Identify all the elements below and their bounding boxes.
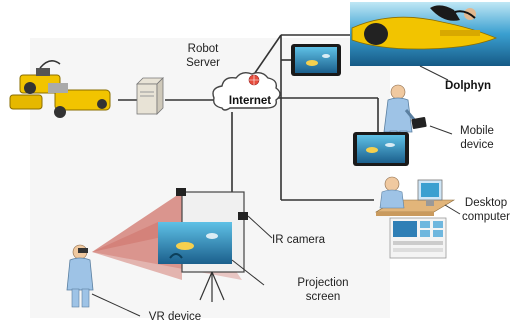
projection-screen-label-line1: Projection <box>297 277 349 289</box>
internet-label: Internet <box>228 95 272 107</box>
ir-camera-label: IR camera <box>272 234 326 246</box>
mobile-device-label-line2: device <box>460 139 494 151</box>
projection-screen-label-line2: screen <box>305 291 341 303</box>
robot-server-icon <box>136 77 164 115</box>
desktop-computer-label-line2: computer <box>462 211 510 223</box>
tablet-device-icon <box>291 44 341 76</box>
underwater-robot-icon <box>9 60 111 118</box>
desktop-computer-icon <box>374 176 456 216</box>
robot-server-label-line2: Server <box>186 57 220 69</box>
vr-device-label: VR device <box>148 311 202 323</box>
mobile-tablet-icon <box>353 132 409 166</box>
desktop-screenshot <box>389 217 447 259</box>
ir-camera-icon <box>176 188 248 220</box>
internet-cloud-icon <box>212 71 281 111</box>
vr-user-figure <box>66 244 94 308</box>
dolphyn-label: Dolphyn <box>445 80 491 92</box>
desktop-computer-label-line1: Desktop <box>464 197 508 209</box>
label-pointers <box>91 65 461 317</box>
projection-screen-icon <box>158 191 245 302</box>
dolphyn-photo <box>350 2 510 66</box>
robot-server-label-line1: Robot <box>187 43 219 55</box>
mobile-device-label-line1: Mobile <box>460 125 494 137</box>
